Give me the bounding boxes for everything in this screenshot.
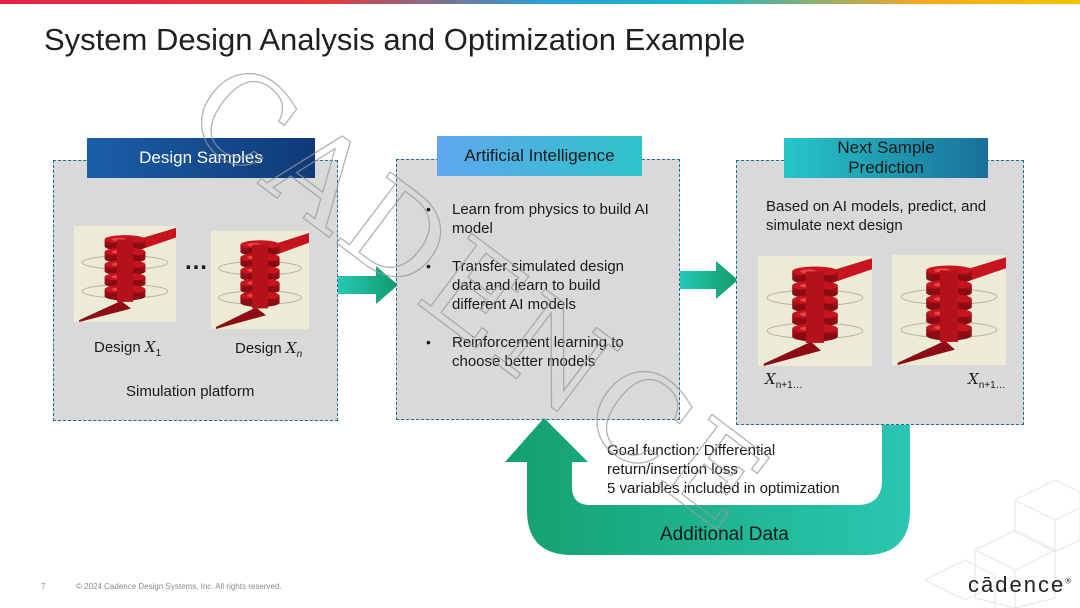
design-1-var: X [144,338,156,356]
design-sample-1-image [74,226,176,322]
design-1-sub: 1 [155,348,162,359]
next-sample-2-image [892,255,1006,365]
next-sample-header-line2: Prediction [848,158,924,177]
logo-text: cādence [968,572,1066,597]
goal-line-3: 5 variables included in optimization [607,480,840,497]
design-samples-header: Design Samples [87,138,315,178]
ai-bullet: Reinforcement learning to choose better … [426,333,656,371]
arrow-to-next-sample [680,261,738,299]
additional-data-label: Additional Data [660,524,789,545]
copyright-text: © 2024 Cadence Design Systems, Inc. All … [76,582,282,591]
ai-bullet: Learn from physics to build AI model [426,200,656,238]
next-1-var: X [765,370,776,388]
next-sample-1-image [758,256,872,366]
spiral-inductor-icon [79,227,176,322]
next-sample-header-line1: Next Sample [837,138,935,157]
design-sample-n-image [211,231,309,329]
ai-bullet-list: Learn from physics to build AI model Tra… [426,200,656,390]
next-2-sub: n+1… [978,380,1006,391]
logo-registered-mark: ® [1065,576,1074,586]
goal-line-1: Goal function: Differential [607,442,776,459]
feedback-loop-arrow [505,380,948,555]
design-n-sub: n [296,349,303,360]
goal-line-2: return/insertion loss [607,461,738,478]
spiral-inductor-icon [215,232,309,329]
design-n-var: X [285,339,297,357]
samples-ellipsis: … [184,248,208,275]
design-1-label: Design X1 [94,338,161,363]
design-n-label: Design Xn [235,339,302,364]
next-sample-header: Next Sample Prediction [784,138,988,178]
next-2-var: X [968,370,979,388]
top-color-bar [0,0,1080,4]
spiral-inductor-icon [897,257,1006,365]
ai-bullet: Transfer simulated design data and learn… [426,257,656,314]
next-sample-description: Based on AI models, predict, and simulat… [766,198,987,234]
ai-header: Artificial Intelligence [437,136,642,176]
design-n-label-text: Design [235,340,282,357]
spiral-inductor-icon [763,258,872,366]
cadence-logo: cādence® [968,572,1073,598]
next-1-sub: n+1… [775,380,803,391]
design-1-label-text: Design [94,339,141,356]
goal-function-text: Goal function: Differential return/inser… [607,441,840,498]
page-number: 7 [41,582,46,591]
next-sample-1-label: Xn+1… [765,370,803,395]
simulation-platform-caption: Simulation platform [126,383,255,400]
arrow-to-ai [338,266,398,304]
next-sample-2-label: Xn+1… [968,370,1006,395]
slide-title: System Design Analysis and Optimization … [44,22,746,57]
